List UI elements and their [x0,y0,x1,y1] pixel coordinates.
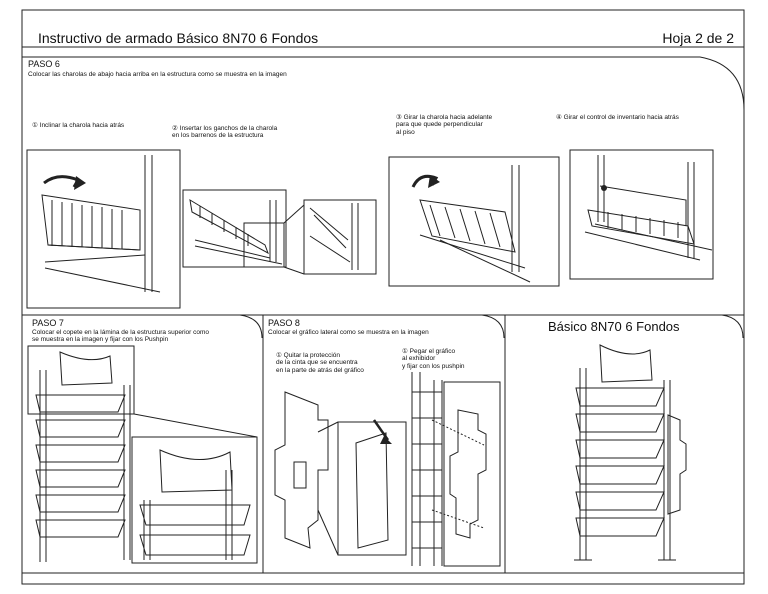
paso8-step1: ① Quitar la protección de la cinta que s… [276,352,364,374]
step2-figure [182,189,377,275]
paso8-step2: ① Pegar el gráfico al exhibidor y fijar … [402,348,465,370]
paso6-frame-top [22,56,745,111]
paso7-figure [27,345,258,564]
final-corner [721,314,744,339]
step3-figure [388,156,560,287]
paso6-instruction: Colocar las charolas de abajo hacia arri… [28,71,287,78]
final-figure [574,344,687,561]
paso8-figure [274,372,501,567]
step4-figure [569,149,714,280]
paso6-step2: ② Insertar los ganchos de la charola en … [172,125,278,140]
arrow-markers [74,175,607,444]
page-title: Instructivo de armado Básico 8N70 6 Fond… [38,30,319,46]
paso8-heading: PASO 8 [268,318,300,328]
paso8-instruction: Colocar el gráfico lateral como se muest… [268,329,429,336]
paso7-corner [239,314,263,339]
paso8-corner [481,314,505,339]
paso6-step1: ① Inclinar la charola hacia atrás [32,122,125,129]
paso6-step4: ④ Girar el control de inventario hacia a… [556,114,679,121]
paso7-heading: PASO 7 [32,318,64,328]
outer-frame [21,9,745,585]
paso6-heading: PASO 6 [28,59,60,69]
paso6-step3: ③ Girar la charola hacia adelante para q… [396,114,493,136]
step1-figure [26,149,181,309]
final-title: Básico 8N70 6 Fondos [548,319,680,334]
paso7-instruction: Colocar el copete en la lámina de la est… [32,329,210,344]
sheet-number: Hoja 2 de 2 [662,30,734,46]
